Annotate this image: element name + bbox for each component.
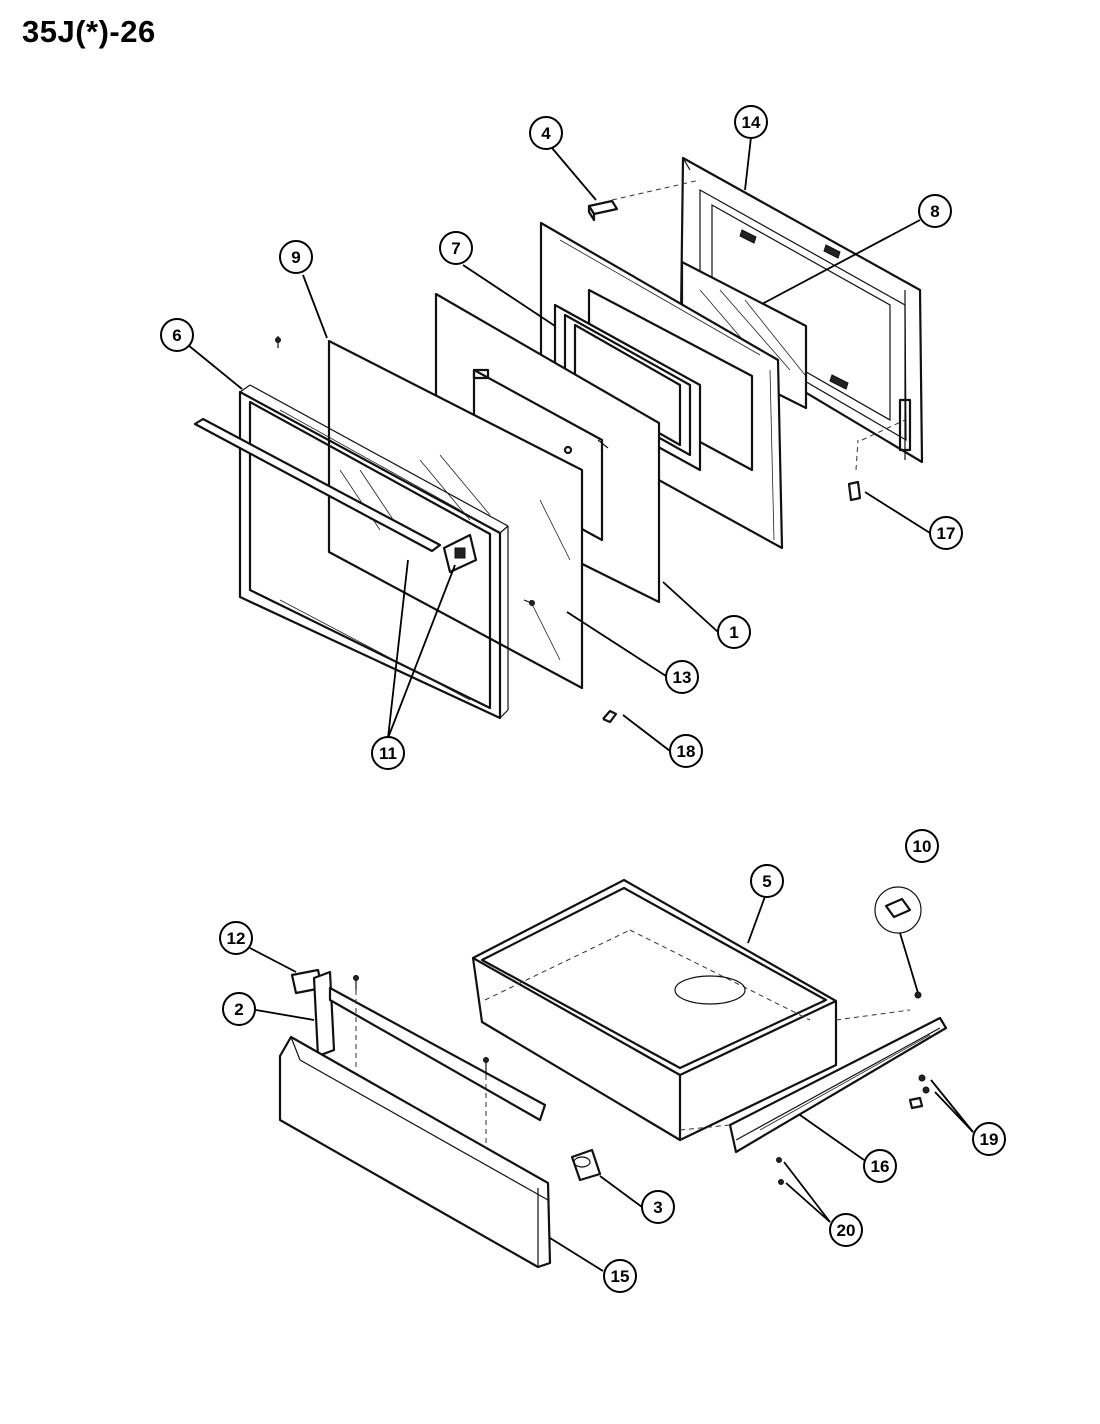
callout-8: 8 (918, 194, 952, 228)
callout-13: 13 (665, 660, 699, 694)
svg-text:4: 4 (541, 124, 551, 143)
svg-text:16: 16 (871, 1157, 890, 1176)
callout-5: 5 (750, 864, 784, 898)
svg-text:5: 5 (762, 872, 771, 891)
alignment-lines (611, 179, 906, 471)
page-title: 35J(*)-26 (22, 14, 156, 49)
callout-15: 15 (603, 1259, 637, 1293)
svg-text:13: 13 (673, 668, 692, 687)
part-10-clip-detail (874, 886, 922, 999)
callout-18: 18 (669, 734, 703, 768)
callout-12: 12 (219, 921, 253, 955)
callout-7: 7 (439, 231, 473, 265)
callout-11: 11 (371, 736, 405, 770)
part-18-clip (602, 709, 618, 724)
callout-4: 4 (529, 116, 563, 150)
drawer-alignment-lines (355, 990, 911, 1148)
svg-text:8: 8 (930, 202, 939, 221)
callout-6: 6 (160, 318, 194, 352)
svg-text:1: 1 (729, 623, 738, 642)
svg-text:10: 10 (913, 837, 932, 856)
callout-1: 1 (717, 615, 751, 649)
svg-text:15: 15 (611, 1267, 630, 1286)
part-19-screws (908, 1074, 930, 1110)
callout-17: 17 (929, 516, 963, 550)
svg-text:6: 6 (172, 326, 181, 345)
svg-text:18: 18 (677, 742, 696, 761)
part-6-door-outer-frame (238, 384, 509, 720)
part-14-inner-door-panel (679, 156, 924, 464)
svg-text:14: 14 (742, 113, 761, 132)
part-15-drawer-front (278, 1035, 552, 1269)
callout-16: 16 (863, 1149, 897, 1183)
part-5-drawer-body (471, 878, 838, 1142)
svg-text:20: 20 (837, 1221, 856, 1240)
callout-9: 9 (279, 240, 313, 274)
callout-10: 10 (905, 829, 939, 863)
part-4-clip (587, 199, 619, 222)
part-3-roller (570, 1148, 602, 1182)
part-2-12-brackets (290, 968, 547, 1122)
svg-text:11: 11 (379, 744, 397, 763)
svg-text:7: 7 (451, 239, 460, 258)
screws (275, 336, 535, 606)
window-frame (553, 303, 702, 472)
svg-text:17: 17 (937, 524, 956, 543)
part-11-handle (193, 417, 478, 574)
callout-2: 2 (222, 992, 256, 1026)
leader-lines (187, 136, 974, 1272)
callout-14: 14 (734, 105, 768, 139)
callout-3: 3 (641, 1190, 675, 1224)
part-20-screws (776, 1157, 784, 1185)
part-16-drawer-slide (728, 1016, 948, 1154)
svg-text:12: 12 (227, 929, 246, 948)
svg-text:9: 9 (291, 248, 300, 267)
svg-text:3: 3 (653, 1198, 662, 1217)
part-17-bracket (847, 480, 862, 502)
callout-19: 19 (972, 1122, 1006, 1156)
callout-20: 20 (829, 1213, 863, 1247)
svg-text:2: 2 (234, 1000, 243, 1019)
svg-text:19: 19 (980, 1130, 999, 1149)
